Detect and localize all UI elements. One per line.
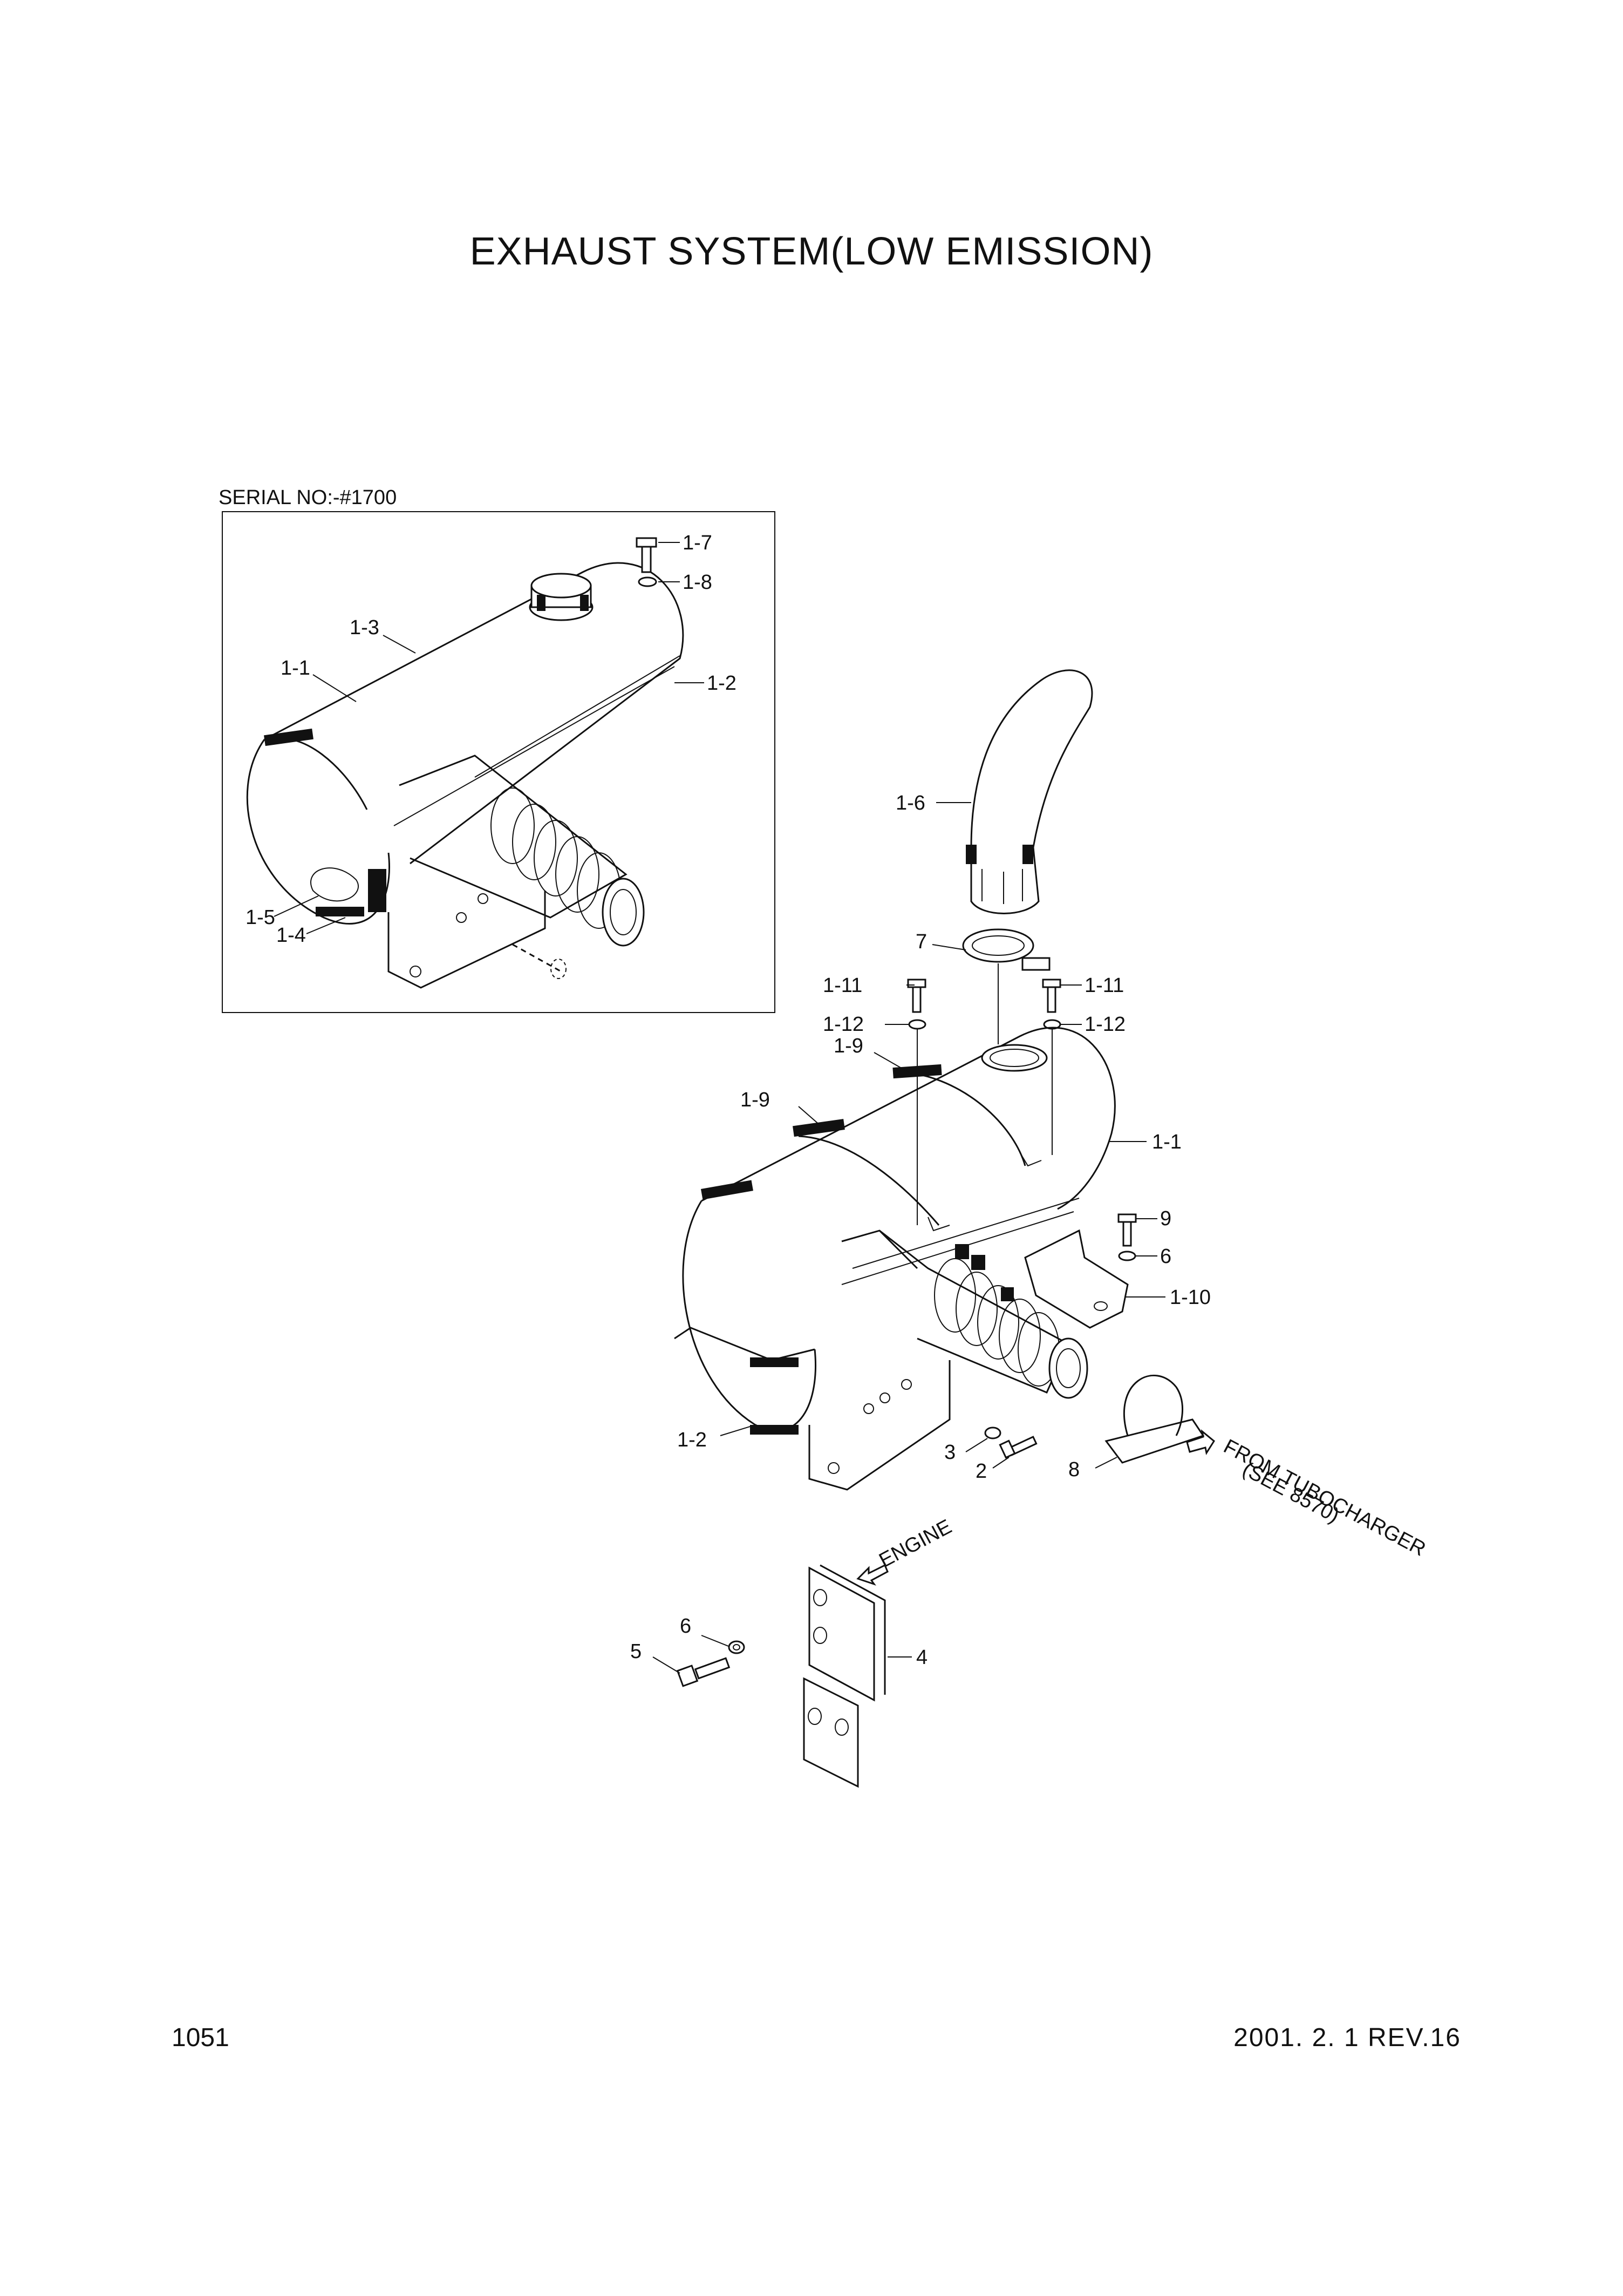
label-1-1: 1-1 bbox=[281, 657, 310, 680]
label-1-12-right: 1-12 bbox=[1085, 1013, 1126, 1036]
label-9: 9 bbox=[1160, 1207, 1171, 1230]
label-1-2-main: 1-2 bbox=[677, 1429, 707, 1451]
inset-frame bbox=[222, 511, 775, 1013]
inset-labels: 1-7 1-8 1-3 1-1 1-2 1-5 1-4 bbox=[246, 532, 737, 947]
bolt-5-washer-6 bbox=[676, 1640, 745, 1687]
engine-note: ENGINE bbox=[876, 1515, 956, 1572]
from-turbo-arrow bbox=[1186, 1429, 1215, 1455]
engine-bracket-4 bbox=[803, 1564, 886, 1788]
label-4: 4 bbox=[916, 1646, 928, 1669]
label-2: 2 bbox=[976, 1460, 987, 1483]
label-6-upper: 6 bbox=[1160, 1245, 1171, 1268]
label-3: 3 bbox=[944, 1441, 956, 1464]
label-1-7: 1-7 bbox=[683, 532, 712, 554]
label-1-6: 1-6 bbox=[896, 792, 925, 814]
main-leaders bbox=[652, 802, 1165, 1674]
label-1-11-left: 1-11 bbox=[823, 974, 862, 997]
label-8: 8 bbox=[1068, 1458, 1080, 1481]
main-labels: 1-6 7 1-11 1-11 1-12 1-12 1-9 1-9 1-1 9 … bbox=[630, 792, 1211, 1669]
page-number: 1051 bbox=[172, 2023, 229, 2052]
label-6-lower: 6 bbox=[680, 1615, 691, 1638]
label-1-2: 1-2 bbox=[707, 672, 737, 695]
label-1-3: 1-3 bbox=[350, 616, 379, 639]
label-1-11-right: 1-11 bbox=[1085, 974, 1124, 997]
label-1-1-main: 1-1 bbox=[1152, 1131, 1182, 1153]
label-1-12-left: 1-12 bbox=[823, 1013, 864, 1036]
clamp-7 bbox=[962, 928, 1051, 971]
label-5: 5 bbox=[630, 1640, 642, 1663]
label-1-8: 1-8 bbox=[683, 571, 712, 594]
bolts-1-11 bbox=[907, 979, 1061, 1030]
tail-pipe bbox=[966, 669, 1093, 914]
bolt-2-washer-3 bbox=[984, 1426, 1038, 1459]
label-1-4: 1-4 bbox=[276, 924, 306, 947]
revision-date: 2001. 2. 1 REV.16 bbox=[1233, 2023, 1461, 2052]
bolt-9 bbox=[1117, 1213, 1137, 1261]
label-1-5: 1-5 bbox=[246, 906, 275, 929]
engine-arrow bbox=[856, 1564, 889, 1586]
main-muffler bbox=[674, 1027, 1116, 1491]
label-7: 7 bbox=[916, 930, 927, 953]
bracket-1-10 bbox=[1024, 1229, 1129, 1329]
label-1-9-upper: 1-9 bbox=[834, 1035, 863, 1057]
inset-muffler bbox=[246, 537, 684, 989]
page-title: EXHAUST SYSTEM(LOW EMISSION) bbox=[469, 230, 1154, 273]
inset-leaders bbox=[274, 542, 704, 934]
serial-label: SERIAL NO:-#1700 bbox=[219, 486, 397, 509]
label-1-9-lower: 1-9 bbox=[740, 1089, 770, 1111]
label-1-10: 1-10 bbox=[1170, 1286, 1211, 1309]
